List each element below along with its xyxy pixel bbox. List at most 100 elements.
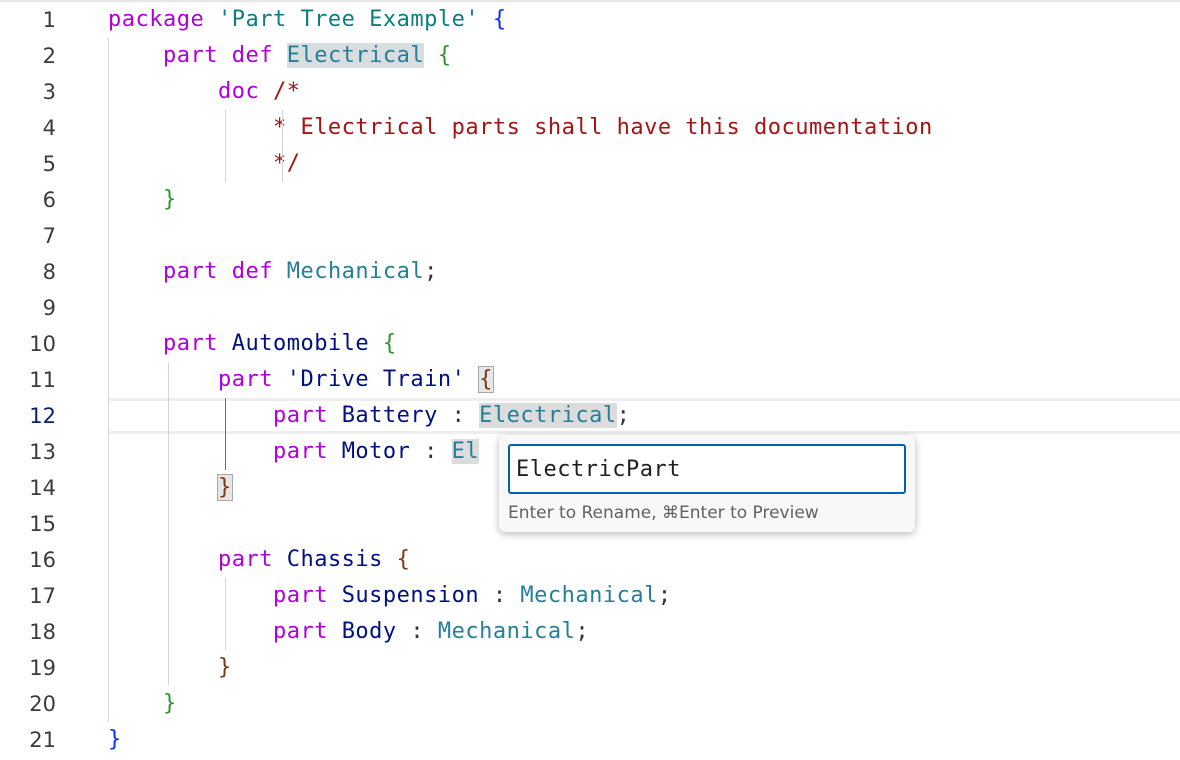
code-token: { (478, 366, 494, 393)
line-number: 7 (42, 224, 56, 248)
code-token: Mechanical (437, 619, 576, 644)
code-token: part (217, 547, 273, 572)
line-code[interactable]: } (108, 650, 232, 686)
line-number: 20 (29, 692, 56, 716)
code-line[interactable]: 3 doc /* (0, 74, 1180, 110)
code-token: part (162, 331, 218, 356)
line-code[interactable]: } (108, 722, 122, 758)
code-token: El (451, 439, 480, 464)
code-token (273, 43, 287, 68)
indent-guide (225, 110, 226, 182)
code-token (218, 331, 232, 356)
rename-input[interactable] (508, 444, 906, 494)
code-line[interactable]: 19 } (0, 650, 1180, 686)
line-number: 5 (42, 152, 56, 176)
code-line[interactable]: 18 part Body : Mechanical; (0, 614, 1180, 650)
code-token: Mechanical (286, 259, 425, 284)
code-token (108, 583, 273, 608)
code-token (108, 619, 273, 644)
code-token: : (479, 583, 521, 608)
code-token (108, 187, 163, 212)
line-code[interactable]: part def Electrical { (108, 38, 452, 74)
rename-hint: Enter to Rename, ⌘Enter to Preview (508, 503, 819, 523)
code-line[interactable]: 14 } (0, 470, 1180, 506)
indent-guide (108, 38, 109, 722)
code-token: Suspension (341, 583, 480, 608)
code-token (108, 655, 218, 680)
indent-guide (225, 578, 226, 650)
code-token (108, 691, 163, 716)
line-code[interactable]: part Suspension : Mechanical; (108, 578, 672, 614)
code-token: Motor (341, 439, 411, 464)
line-code[interactable]: */ (108, 146, 300, 182)
line-number: 16 (29, 548, 56, 572)
code-line[interactable]: 5 */ (0, 146, 1180, 182)
code-line[interactable]: 9 (0, 290, 1180, 326)
line-code[interactable]: package 'Part Tree Example' { (108, 2, 507, 38)
code-token: part (272, 403, 328, 428)
code-token: package (108, 7, 205, 32)
code-token (259, 79, 273, 104)
code-token (383, 547, 397, 572)
line-number: 19 (29, 656, 56, 680)
line-code[interactable]: part Automobile { (108, 326, 397, 362)
code-token: { (396, 547, 411, 572)
line-code[interactable]: part Battery : Electrical; (108, 398, 630, 434)
code-token: 'Drive Train' (286, 367, 466, 392)
code-line[interactable]: 6 } (0, 182, 1180, 218)
code-token (479, 7, 493, 32)
code-token: } (108, 727, 122, 752)
code-line[interactable]: 2 part def Electrical { (0, 38, 1180, 74)
code-token: */ (272, 151, 301, 176)
line-code[interactable]: part Chassis { (108, 542, 410, 578)
code-token (108, 259, 163, 284)
code-token (328, 403, 342, 428)
code-line[interactable]: 4 * Electrical parts shall have this doc… (0, 110, 1180, 146)
code-line[interactable]: 17 part Suspension : Mechanical; (0, 578, 1180, 614)
code-token: ; (657, 583, 672, 608)
code-token (328, 619, 342, 644)
code-token (369, 331, 383, 356)
code-line[interactable]: 12 part Battery : Electrical; (0, 398, 1180, 434)
line-code[interactable]: part 'Drive Train' { (108, 362, 494, 398)
code-token: { (437, 43, 452, 68)
code-token: { (382, 331, 397, 356)
code-line[interactable]: 15 (0, 506, 1180, 542)
code-token (108, 115, 273, 140)
code-token (108, 79, 218, 104)
line-number: 6 (42, 188, 56, 212)
line-number: 8 (42, 260, 56, 284)
line-code[interactable]: * Electrical parts shall have this docum… (108, 110, 933, 146)
rename-widget: Enter to Rename, ⌘Enter to Preview (499, 435, 915, 532)
line-code[interactable]: part def Mechanical; (108, 254, 438, 290)
code-line[interactable]: 7 (0, 218, 1180, 254)
indent-guide (168, 362, 169, 686)
line-number: 17 (29, 584, 56, 608)
code-line[interactable]: 20 } (0, 686, 1180, 722)
line-code[interactable]: part Body : Mechanical; (108, 614, 589, 650)
code-line[interactable]: 11 part 'Drive Train' { (0, 362, 1180, 398)
line-code[interactable]: part Motor : El (108, 434, 480, 470)
code-token: } (162, 691, 177, 716)
line-code[interactable]: } (108, 182, 177, 218)
code-line[interactable]: 13 part Motor : El (0, 434, 1180, 470)
code-token: part def (162, 259, 273, 284)
code-token: Body (341, 619, 397, 644)
code-line[interactable]: 21} (0, 722, 1180, 758)
code-token: part (217, 367, 273, 392)
line-number: 21 (29, 728, 56, 752)
code-token: doc (217, 79, 260, 104)
code-token: } (216, 474, 233, 501)
code-line[interactable]: 8 part def Mechanical; (0, 254, 1180, 290)
line-code[interactable]: } (108, 686, 177, 722)
code-line[interactable]: 10 part Automobile { (0, 326, 1180, 362)
code-line[interactable]: 16 part Chassis { (0, 542, 1180, 578)
line-code[interactable]: } (108, 470, 233, 506)
line-code[interactable]: doc /* (108, 74, 300, 110)
line-number: 15 (29, 512, 56, 536)
line-number: 12 (29, 404, 56, 428)
code-token: ; (575, 619, 590, 644)
code-token (273, 367, 287, 392)
